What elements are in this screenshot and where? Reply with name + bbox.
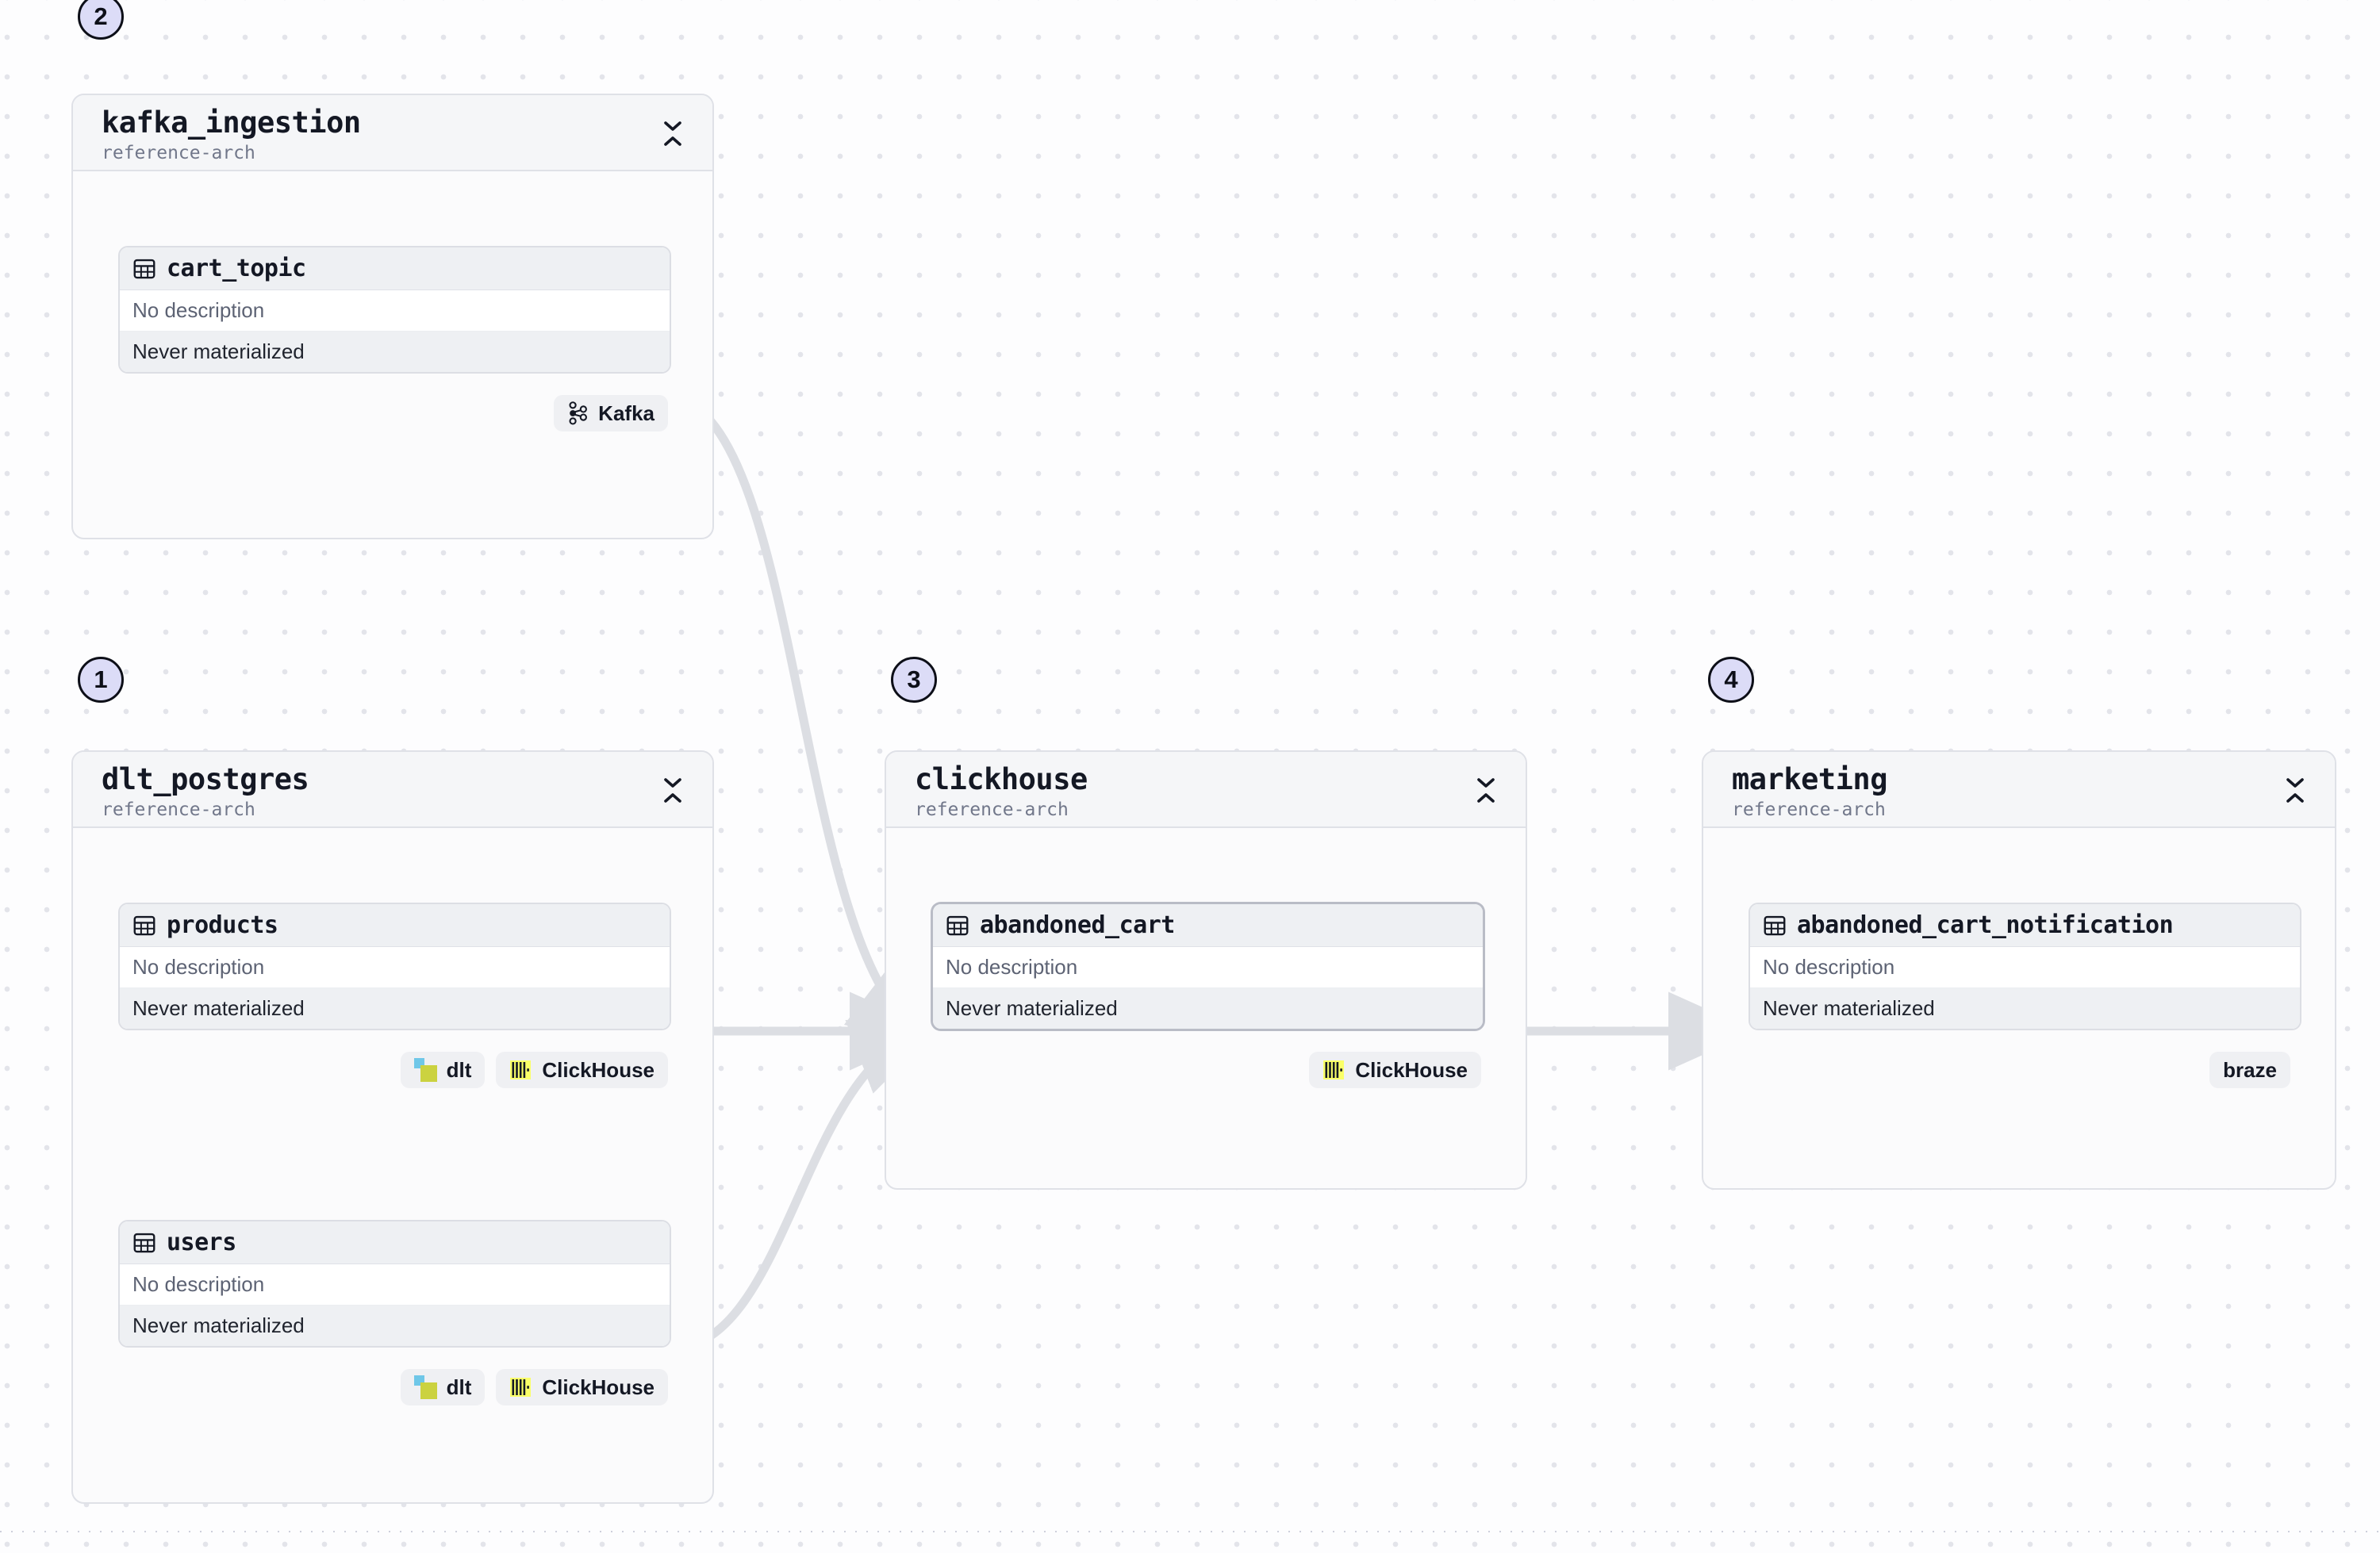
- group-subtitle: reference-arch: [102, 799, 255, 820]
- group-subtitle: reference-arch: [1732, 799, 1886, 820]
- collapse-chevrons-icon[interactable]: [2279, 771, 2311, 809]
- table-description: No description: [120, 947, 670, 988]
- group-title: kafka_ingestion: [102, 105, 361, 140]
- table-name: cart_topic: [167, 255, 306, 282]
- table-name: products: [167, 911, 278, 939]
- table-grid-icon: [133, 259, 155, 278]
- table-card-products[interactable]: products No description Never materializ…: [118, 903, 671, 1030]
- chip-group-abandoned-cart: ClickHouse: [1309, 1052, 1481, 1088]
- group-title: marketing: [1732, 762, 1887, 796]
- chip-clickhouse[interactable]: ClickHouse: [1309, 1052, 1481, 1088]
- table-materialization: Never materialized: [933, 988, 1483, 1029]
- table-description: No description: [1750, 947, 2300, 988]
- chip-clickhouse[interactable]: ClickHouse: [496, 1052, 668, 1088]
- chip-label: braze: [2223, 1057, 2277, 1082]
- collapse-chevrons-icon[interactable]: [657, 114, 689, 152]
- step-badge-marketing: 4: [1708, 657, 1754, 703]
- table-card-header: abandoned_cart: [933, 904, 1483, 947]
- chip-dlt[interactable]: dlt: [400, 1052, 486, 1088]
- group-panel-marketing[interactable]: marketing reference-arch aband: [1702, 750, 2336, 1190]
- chip-label: ClickHouse: [542, 1057, 654, 1082]
- group-body-marketing: abandoned_cart_notification No descripti…: [1703, 828, 2335, 1188]
- table-card-header: cart_topic: [120, 247, 670, 290]
- clickhouse-logo-icon: [510, 1060, 532, 1079]
- table-description: No description: [120, 1264, 670, 1306]
- table-card-users[interactable]: users No description Never materialized: [118, 1220, 671, 1348]
- table-grid-icon: [1764, 915, 1786, 935]
- dlt-logo-icon: [413, 1375, 438, 1399]
- clickhouse-logo-icon: [510, 1378, 532, 1397]
- group-header-clickhouse: clickhouse reference-arch: [886, 752, 1526, 828]
- group-subtitle: reference-arch: [102, 142, 255, 163]
- table-name: abandoned_cart: [980, 911, 1175, 939]
- chip-label: dlt: [446, 1057, 472, 1082]
- chip-label: ClickHouse: [1355, 1057, 1468, 1082]
- table-name: abandoned_cart_notification: [1797, 911, 2174, 939]
- dlt-logo-icon: [413, 1058, 438, 1082]
- table-description: No description: [933, 947, 1483, 988]
- chip-label: Kafka: [598, 401, 654, 425]
- table-card-abandoned-cart[interactable]: abandoned_cart No description Never mate…: [931, 903, 1484, 1030]
- step-badge-clickhouse: 3: [891, 657, 937, 703]
- table-grid-icon: [946, 915, 969, 935]
- table-grid-icon: [133, 915, 155, 935]
- chip-braze[interactable]: braze: [2209, 1052, 2290, 1088]
- chip-clickhouse[interactable]: ClickHouse: [496, 1369, 668, 1405]
- group-body-kafka-ingestion: cart_topic No description Never material…: [73, 171, 712, 538]
- step-badge-kafka-ingestion: 2: [78, 0, 124, 40]
- step-badge-dlt-postgres: 1: [78, 657, 124, 703]
- chip-group-products: dlt ClickHouse: [400, 1052, 668, 1088]
- clickhouse-logo-icon: [1323, 1060, 1345, 1079]
- table-card-abandoned-cart-notification[interactable]: abandoned_cart_notification No descripti…: [1749, 903, 2301, 1030]
- group-header-kafka-ingestion: kafka_ingestion reference-arch: [73, 95, 712, 171]
- table-materialization: Never materialized: [120, 1306, 670, 1346]
- group-panel-clickhouse[interactable]: clickhouse reference-arch aban: [885, 750, 1527, 1190]
- table-name: users: [167, 1229, 236, 1256]
- group-title: dlt_postgres: [102, 762, 309, 796]
- collapse-chevrons-icon[interactable]: [657, 771, 689, 809]
- collapse-chevrons-icon[interactable]: [1470, 771, 1502, 809]
- table-grid-icon: [133, 1233, 155, 1252]
- chip-label: ClickHouse: [542, 1375, 654, 1399]
- table-description: No description: [120, 290, 670, 332]
- bottom-divider: [0, 1531, 2380, 1532]
- table-card-header: abandoned_cart_notification: [1750, 904, 2300, 947]
- group-body-dlt-postgres: products No description Never materializ…: [73, 828, 712, 1502]
- table-materialization: Never materialized: [120, 332, 670, 372]
- group-header-marketing: marketing reference-arch: [1703, 752, 2335, 828]
- table-card-cart-topic[interactable]: cart_topic No description Never material…: [118, 246, 671, 374]
- chip-dlt[interactable]: dlt: [400, 1369, 486, 1405]
- group-panel-dlt-postgres[interactable]: dlt_postgres reference-arch: [71, 750, 714, 1504]
- group-title: clickhouse: [915, 762, 1088, 796]
- chip-label: dlt: [446, 1375, 472, 1399]
- kafka-logo-icon: [569, 401, 588, 425]
- chip-kafka[interactable]: Kafka: [554, 395, 668, 431]
- group-subtitle: reference-arch: [915, 799, 1069, 820]
- group-header-dlt-postgres: dlt_postgres reference-arch: [73, 752, 712, 828]
- table-card-header: users: [120, 1221, 670, 1264]
- table-materialization: Never materialized: [1750, 988, 2300, 1029]
- chip-group-cart-topic: Kafka: [554, 395, 668, 431]
- table-materialization: Never materialized: [120, 988, 670, 1029]
- group-body-clickhouse: abandoned_cart No description Never mate…: [886, 828, 1526, 1188]
- table-card-header: products: [120, 904, 670, 947]
- chip-group-notification: braze: [2209, 1052, 2290, 1088]
- chip-group-users: dlt ClickHouse: [400, 1369, 668, 1405]
- group-panel-kafka-ingestion[interactable]: kafka_ingestion reference-arch: [71, 94, 714, 539]
